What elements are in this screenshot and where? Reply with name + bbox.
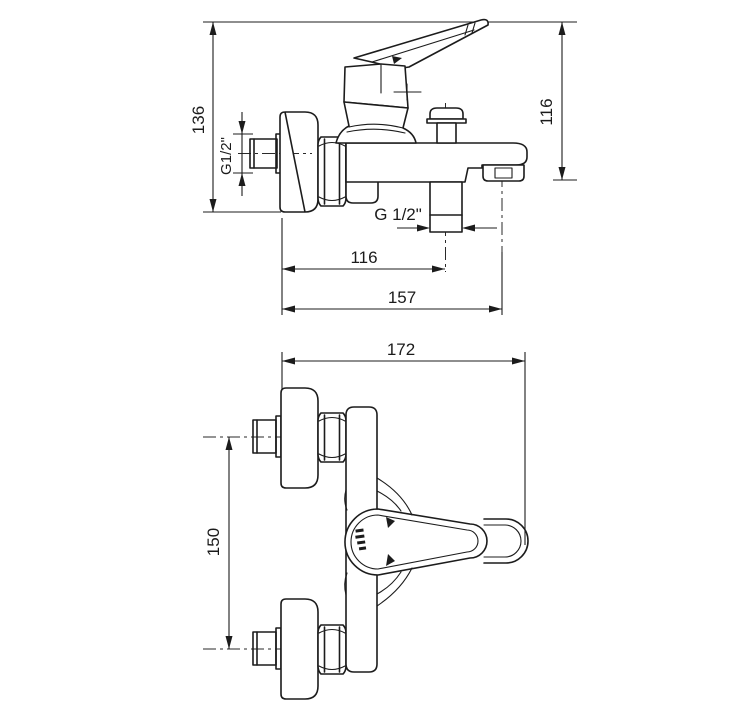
wall-flange <box>280 387 319 489</box>
handle-neck <box>335 101 417 144</box>
lever-tip-line <box>471 22 476 34</box>
hex-nut <box>317 624 347 675</box>
dim-172-label: 172 <box>387 340 415 359</box>
dim-body-height: 116 <box>537 22 566 180</box>
hex-nut <box>317 136 347 207</box>
dim-wall-to-outlet: 116 <box>282 248 445 273</box>
escutcheon-curve <box>376 477 413 516</box>
brand-logo-icon <box>355 528 367 551</box>
aerator <box>482 164 525 182</box>
lever-end-inner <box>483 524 522 558</box>
escutcheon-curve <box>376 490 402 512</box>
neck-collar-line <box>348 123 404 129</box>
front-view: 172 150 <box>203 340 529 700</box>
cold-indicator-icon <box>386 554 395 566</box>
crosshair-mark <box>393 83 422 101</box>
lower-wall-connection <box>252 598 347 700</box>
dim-overall-width: 172 <box>282 340 525 365</box>
dim-116-bottom-label: 116 <box>350 248 377 267</box>
handle-outline-outer <box>344 508 488 576</box>
dim-g12-inlet-label: G1/2" <box>218 137 235 175</box>
dim-150-label: 150 <box>204 528 223 556</box>
diverter-knob-cap <box>429 107 464 120</box>
hex-nut-chamfer <box>318 628 346 634</box>
hex-nut-chamfer <box>318 665 346 671</box>
dim-overall-height: 136 <box>189 22 217 212</box>
escutcheon-curve <box>344 489 348 511</box>
hex-nut <box>317 412 347 463</box>
wall-flange <box>280 598 319 700</box>
neck-collar-line <box>346 128 406 134</box>
handle-outline-inner <box>350 514 479 570</box>
lever-arm-edge-line <box>371 29 475 63</box>
hex-nut-chamfer <box>318 453 346 459</box>
dim-136-label: 136 <box>189 106 208 134</box>
dim-inlet-thread: G1/2" <box>218 112 253 196</box>
lever-end-outer <box>483 518 529 564</box>
escutcheon-curve <box>376 567 413 607</box>
lever-tip-line <box>464 24 469 36</box>
hex-nut-chamfer <box>318 416 346 422</box>
hex-nut-chamfer <box>318 196 346 202</box>
hot-indicator-icon <box>386 517 395 528</box>
dim-g12-outlet-label: G 1/2" <box>374 205 422 224</box>
dim-157-label: 157 <box>388 288 416 307</box>
dim-inlet-spacing: 150 <box>204 437 233 649</box>
hex-nut-chamfer <box>318 141 346 147</box>
wall-flange <box>279 111 319 213</box>
dim-outlet-thread: G 1/2" <box>374 205 497 232</box>
escutcheon-curve <box>344 572 348 596</box>
lever-handle <box>335 18 489 144</box>
handle-cap <box>343 63 409 109</box>
spout-barrel <box>345 142 528 183</box>
dim-wall-to-spout: 157 <box>282 288 502 313</box>
outlet-pipe <box>429 181 463 233</box>
diverter-knob-stem <box>436 122 457 144</box>
front-handle <box>344 477 529 607</box>
temp-indicator-arrow-icon <box>392 56 402 64</box>
dim-116-right-label: 116 <box>537 98 556 125</box>
inlet-pipe <box>249 138 278 169</box>
escutcheon-curve <box>376 571 402 595</box>
lever-arm <box>353 18 489 72</box>
side-view: 136 G1/2" 116 G 1/2" <box>189 18 577 315</box>
upper-wall-connection <box>252 387 347 489</box>
